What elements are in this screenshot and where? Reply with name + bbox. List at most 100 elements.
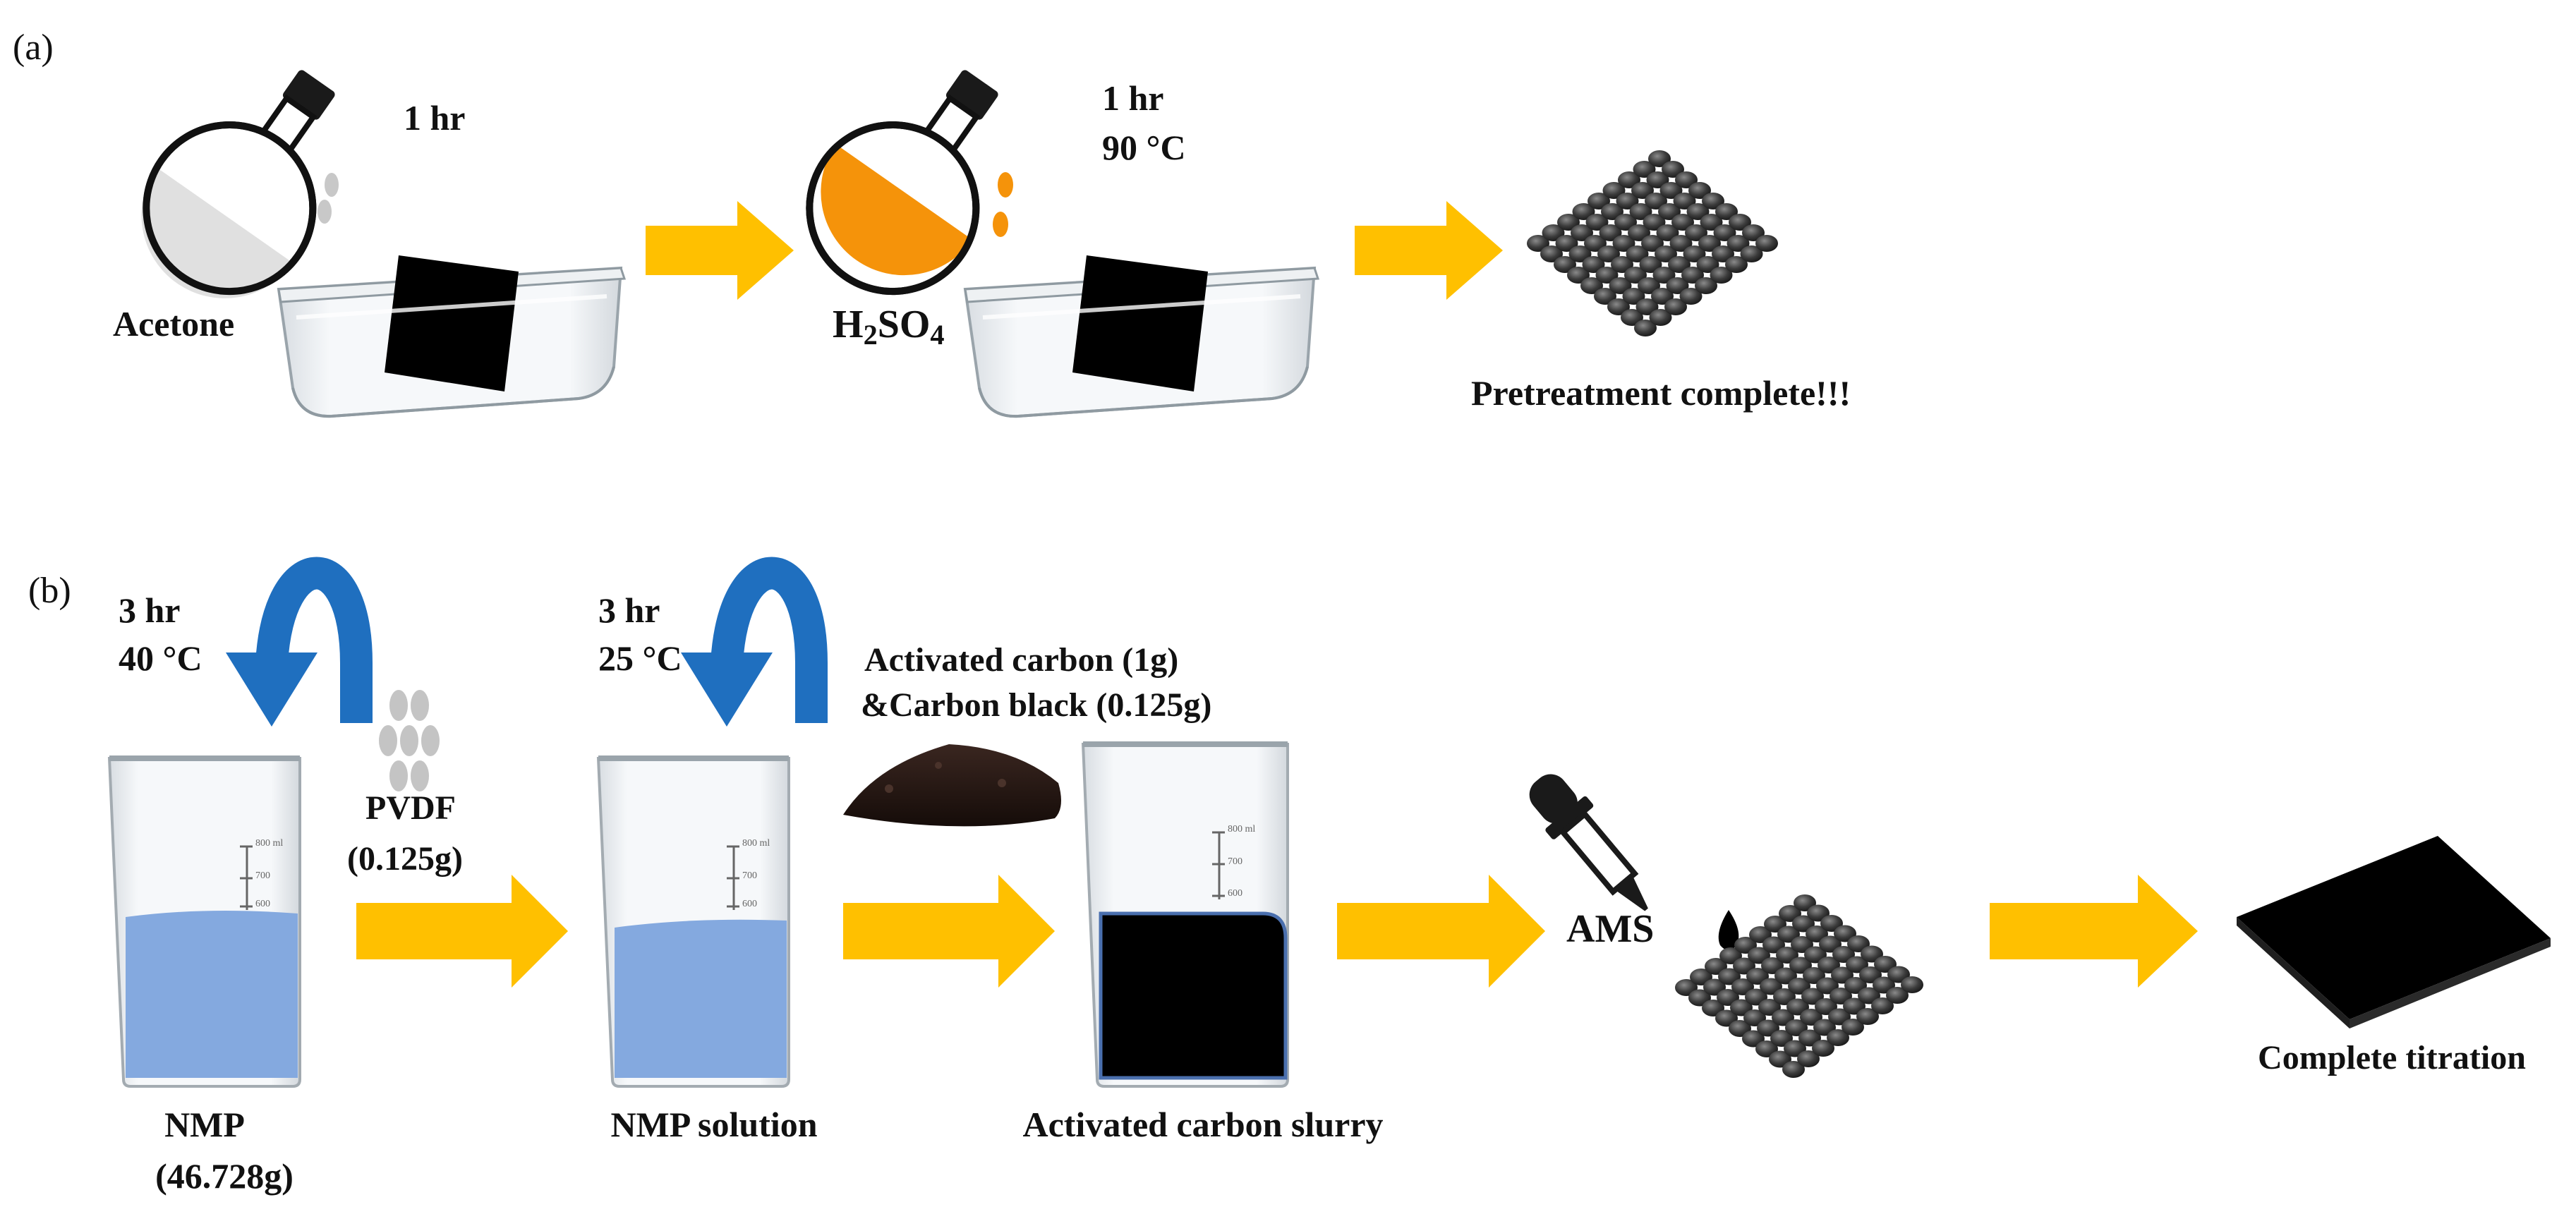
carbon-additive-line2: &Carbon black (0.125g) bbox=[861, 686, 1212, 724]
mesh-bead bbox=[1585, 214, 1609, 231]
mesh-bead bbox=[1698, 235, 1721, 252]
step2-temperature: 90 °C bbox=[1102, 128, 1186, 167]
glass-dish-2 bbox=[963, 255, 1320, 418]
panel-label-b: (b) bbox=[28, 571, 71, 611]
mesh-bead bbox=[1702, 193, 1724, 210]
carbon-powder-icon bbox=[843, 744, 1061, 827]
mesh-bead bbox=[1712, 245, 1734, 262]
beaker-slurry-label: Activated carbon slurry bbox=[1022, 1105, 1384, 1144]
mesh-bead bbox=[1568, 245, 1592, 262]
coated-electrode bbox=[2237, 836, 2551, 1028]
beaker-nmp-solution bbox=[596, 755, 790, 1088]
stir-arrow-2-icon bbox=[681, 557, 828, 727]
mesh-bead bbox=[1567, 267, 1590, 284]
beaker1-tick-700: 700 bbox=[255, 870, 270, 881]
mesh-bead bbox=[1557, 214, 1580, 231]
mesh-bead bbox=[1626, 245, 1649, 262]
mesh-bead bbox=[1656, 224, 1679, 241]
process-arrow-b1 bbox=[356, 875, 568, 988]
mesh-bead bbox=[1812, 1040, 1834, 1057]
mesh-bead bbox=[1555, 235, 1578, 252]
beaker-slurry bbox=[1081, 741, 1289, 1088]
mesh-bead bbox=[1554, 256, 1576, 273]
step2-time: 1 hr bbox=[1102, 78, 1164, 118]
step1-time: 1 hr bbox=[404, 98, 466, 138]
stir-arrow-1-icon bbox=[226, 557, 373, 727]
mesh-bead bbox=[1658, 203, 1681, 220]
mesh-bead bbox=[1588, 193, 1610, 210]
mesh-bead bbox=[1612, 235, 1635, 252]
mesh-bead bbox=[1641, 235, 1664, 252]
mesh-bead bbox=[1611, 256, 1633, 273]
mesh-bead bbox=[1629, 203, 1652, 220]
mesh-bead bbox=[1571, 224, 1593, 241]
mesh-bead bbox=[1696, 256, 1719, 273]
mesh-bead bbox=[1622, 288, 1645, 305]
acetone-label: Acetone bbox=[113, 304, 235, 344]
ams-label: AMS bbox=[1566, 907, 1655, 951]
acetone-drops-icon bbox=[318, 173, 339, 224]
beaker2-tick-600: 600 bbox=[742, 899, 757, 909]
mesh-bead bbox=[1602, 182, 1626, 199]
beaker-nmp-solution-label: NMP solution bbox=[610, 1105, 818, 1144]
carbon-mesh-b bbox=[1675, 894, 1923, 1078]
mesh-bead bbox=[1662, 161, 1684, 178]
mesh-bead bbox=[1842, 1019, 1864, 1036]
process-arrow-a2 bbox=[1355, 201, 1503, 300]
mesh-bead bbox=[1628, 224, 1650, 241]
mesh-bead bbox=[1599, 224, 1622, 241]
mesh-bead bbox=[1871, 997, 1894, 1014]
mesh-bead bbox=[1595, 267, 1619, 284]
mesh-bead bbox=[1686, 203, 1710, 220]
mesh-bead bbox=[1643, 214, 1666, 231]
mesh-bead bbox=[1655, 245, 1677, 262]
mesh-bead bbox=[1597, 245, 1620, 262]
mesh-bead bbox=[1607, 298, 1630, 315]
mesh-bead bbox=[1668, 256, 1691, 273]
mesh-bead bbox=[1683, 245, 1706, 262]
mesh-bead bbox=[1609, 277, 1632, 294]
mesh-bead bbox=[1715, 203, 1738, 220]
acetone-flask-icon bbox=[141, 70, 335, 298]
mesh-bead bbox=[1635, 298, 1659, 315]
step-b2-time: 3 hr bbox=[598, 590, 660, 630]
mesh-bead bbox=[1639, 256, 1662, 273]
mesh-bead bbox=[1527, 235, 1549, 252]
mesh-bead bbox=[1681, 267, 1704, 284]
mesh-bead bbox=[1645, 193, 1667, 210]
beaker-nmp bbox=[107, 755, 301, 1088]
mesh-bead bbox=[1666, 277, 1689, 294]
mesh-bead bbox=[1542, 224, 1565, 241]
complete-titration-label: Complete titration bbox=[2258, 1039, 2526, 1076]
mesh-bead bbox=[1700, 214, 1723, 231]
mesh-bead bbox=[1659, 182, 1683, 199]
mesh-bead bbox=[1601, 203, 1623, 220]
panel-label-a: (a) bbox=[13, 28, 54, 68]
mesh-bead bbox=[1782, 1061, 1805, 1078]
process-arrow-b2 bbox=[843, 875, 1055, 988]
sulfuric-acid-flask-icon bbox=[806, 70, 998, 296]
mesh-bead bbox=[1631, 182, 1654, 199]
beaker3-tick-700: 700 bbox=[1228, 856, 1242, 867]
pretreatment-complete-label: Pretreatment complete!!! bbox=[1471, 373, 1851, 413]
beaker3-tick-800: 800 ml bbox=[1228, 824, 1256, 834]
beaker2-tick-700: 700 bbox=[742, 870, 757, 881]
mesh-bead bbox=[1673, 193, 1696, 210]
mesh-bead bbox=[1679, 288, 1703, 305]
mesh-bead bbox=[1540, 245, 1563, 262]
sulfuric-acid-label: H2SO4 bbox=[833, 303, 945, 351]
beaker2-tick-800: 800 ml bbox=[742, 838, 770, 849]
mesh-bead bbox=[1725, 256, 1748, 273]
mesh-bead bbox=[1652, 267, 1676, 284]
mesh-bead bbox=[1584, 235, 1607, 252]
mesh-bead bbox=[1616, 193, 1639, 210]
pvdf-label: PVDF bbox=[365, 789, 456, 827]
mesh-bead bbox=[1740, 245, 1763, 262]
mesh-bead bbox=[1664, 298, 1687, 315]
step-b1-temperature: 40 °C bbox=[119, 638, 202, 678]
beaker1-tick-600: 600 bbox=[255, 899, 270, 909]
mesh-bead bbox=[1675, 171, 1698, 188]
mesh-bead bbox=[1638, 277, 1660, 294]
mesh-bead bbox=[1688, 182, 1711, 199]
